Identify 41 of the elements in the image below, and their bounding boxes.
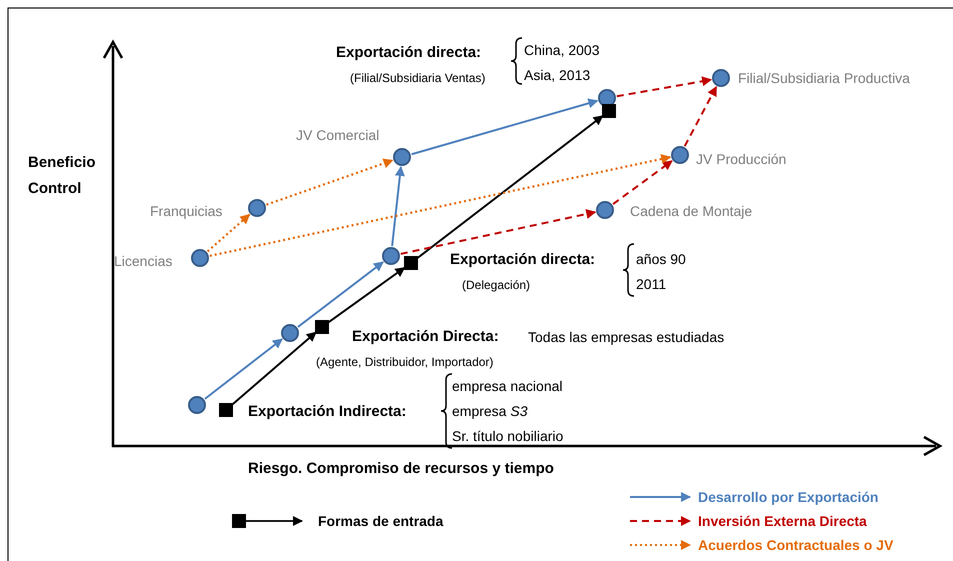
entry-mode-label: Exportación Directa: xyxy=(352,328,499,346)
entry-mode-label: Exportación directa: xyxy=(450,251,596,269)
dotted-arrow xyxy=(210,154,672,257)
arrow xyxy=(411,98,598,156)
legend-label: Formas de entrada xyxy=(318,512,444,530)
arrow xyxy=(204,338,283,400)
point-label: Licencias xyxy=(114,252,172,270)
annotation-text: Todas las empresas estudiadas xyxy=(528,328,724,346)
dashed-arrow xyxy=(400,209,596,255)
arrow xyxy=(231,331,317,406)
dotted-arrow xyxy=(206,214,250,252)
annotation-text: años 90 xyxy=(636,250,686,268)
point-label: Franquicias xyxy=(150,202,222,220)
point-label: Cadena de Montaje xyxy=(630,202,752,220)
annotation-text: (Agente, Distribuidor, Importador) xyxy=(316,354,494,371)
arrow xyxy=(391,166,405,246)
entry-mode-note: (Filial/Subsidiaria Ventas) xyxy=(350,70,486,87)
legend-label: Desarrollo por Exportación xyxy=(698,488,878,506)
dotted-arrow xyxy=(266,158,394,206)
arrow xyxy=(416,115,604,259)
arrow xyxy=(297,261,384,328)
dashed-arrow xyxy=(684,86,718,147)
annotation-text: Asia, 2013 xyxy=(524,66,590,84)
legend-label: Inversión Externa Directa xyxy=(698,512,867,530)
axis-title: Beneficio Control xyxy=(28,153,97,199)
dashed-arrow xyxy=(616,76,712,98)
point-label: JV Comercial xyxy=(296,126,380,144)
dashed-arrow xyxy=(612,160,673,205)
annotation-text: empresa nacional xyxy=(452,377,563,395)
entry-mode-label: Exportación Indirecta: xyxy=(248,403,406,421)
annotation-text: 2011 xyxy=(636,275,666,293)
annotation-text: Sr. título nobiliario xyxy=(452,427,564,445)
annotation-text: empresa S3 xyxy=(452,402,528,420)
entry-mode-label: Exportación directa: xyxy=(336,44,482,62)
legend-label: Acuerdos Contractuales o JV xyxy=(698,536,894,554)
point-label: JV Producción xyxy=(696,150,786,168)
arrow xyxy=(328,266,406,324)
entry-mode-note: (Delegación) xyxy=(462,277,530,294)
axis-title: Riesgo. Compromiso de recursos y tiempo xyxy=(248,460,554,478)
point-label: Filial/Subsidiaria Productiva xyxy=(738,69,910,87)
annotation-text: China, 2003 xyxy=(524,41,600,59)
